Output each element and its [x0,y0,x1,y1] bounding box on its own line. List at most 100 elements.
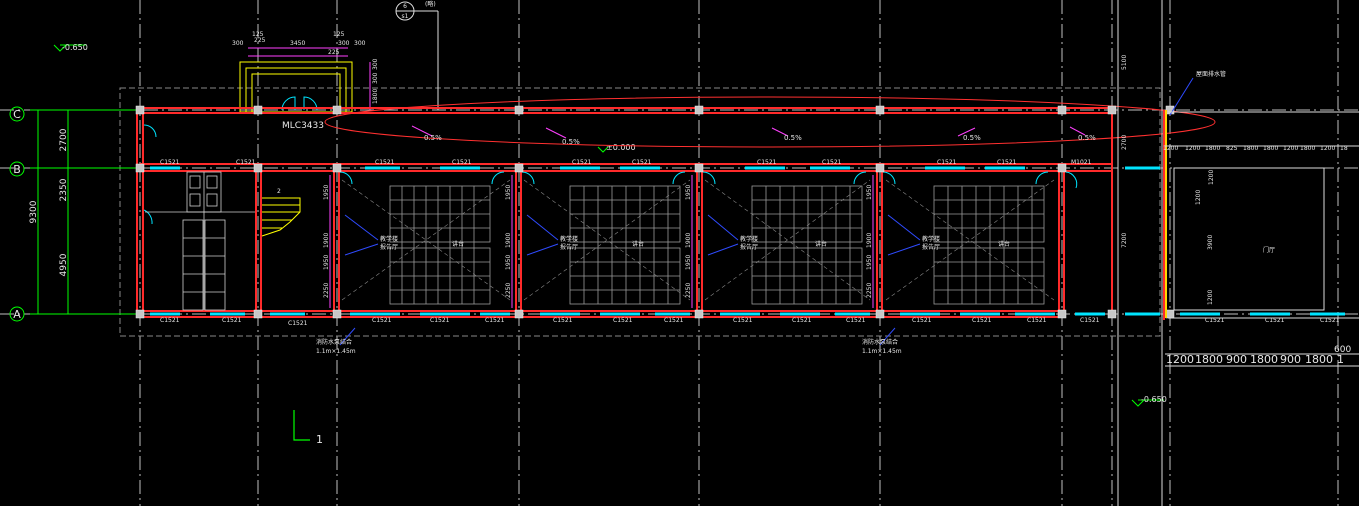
svg-text:C1521: C1521 [632,159,652,166]
svg-text:±0.000: ±0.000 [606,143,636,152]
svg-text:1900: 1900 [685,233,692,248]
stair-number: 2 [277,188,281,195]
right-top-dims: 1200 1200 1800 825 1800 1800 1200 1800 1… [1163,145,1359,152]
svg-text:1200: 1200 [1185,145,1200,152]
dim-total: 9300 [29,200,39,223]
svg-text:A: A [13,308,21,321]
svg-text:1950: 1950 [866,185,873,200]
entrance-dim-v2: 300 [372,72,379,84]
bay-dimension-text: 1950 1900 1950 2250 1950 1900 1950 2250 … [323,185,873,298]
elevation-marker-ne: -0.650 [53,43,88,52]
svg-text:1.1m×1.45m: 1.1m×1.45m [316,348,356,355]
svg-text:1950: 1950 [685,185,692,200]
classroom-seating-2 [569,185,681,305]
svg-text:-0.650: -0.650 [1141,395,1167,404]
svg-text:消防水泵结合: 消防水泵结合 [862,338,898,346]
classroom-seating-3 [751,185,863,305]
svg-text:(略): (略) [425,0,436,8]
svg-text:825: 825 [1226,145,1238,152]
window-tags: C1521 C1521 C1521 C1521 C1521 C1521 C152… [160,159,1340,327]
svg-text:1900: 1900 [323,233,330,248]
svg-text:讲台: 讲台 [632,240,644,248]
svg-text:1200: 1200 [1195,190,1202,205]
svg-text:教学楼: 教学楼 [560,235,578,243]
classroom-notes: 教学楼 报告厅 教学楼 报告厅 教学楼 报告厅 教学楼 报告厅 讲台 讲台 讲台… [380,235,1010,251]
svg-text:1800: 1800 [1305,353,1333,366]
windows [150,166,1345,316]
svg-text:2250: 2250 [323,283,330,298]
slope-tag: 0.5% [963,134,981,142]
svg-text:讲台: 讲台 [815,240,827,248]
svg-text:消防水泵结合: 消防水泵结合 [316,338,352,346]
markup-ellipse [324,96,1216,148]
svg-text:6: 6 [403,3,407,10]
svg-text:C1521: C1521 [452,159,472,166]
svg-text:1900: 1900 [505,233,512,248]
dim-ab: 4950 [59,253,69,276]
svg-text:1: 1 [1337,353,1344,366]
svg-text:C1521: C1521 [1080,317,1100,324]
svg-text:1950: 1950 [685,255,692,270]
classroom-seating-1 [389,185,491,305]
svg-text:5100: 5100 [1121,55,1128,70]
svg-text:1800: 1800 [1250,353,1278,366]
svg-text:C1521: C1521 [1265,317,1285,324]
leader-lines [339,77,1194,346]
slope-tag: 0.5% [1078,134,1096,142]
svg-text:报告厅: 报告厅 [380,243,398,251]
ucs-icon: 1 [293,410,323,446]
elevation-marker-floor: ±0.000 [597,143,636,153]
svg-text:2250: 2250 [505,283,512,298]
svg-text:C1521: C1521 [372,317,392,324]
svg-text:1200: 1200 [1208,170,1215,185]
classroom-seating-4 [933,185,1045,305]
entrance-dim-d: 3450 [290,40,305,47]
svg-text:C1521: C1521 [846,317,866,324]
svg-text:1950: 1950 [866,255,873,270]
entrance-dim-g: 225 [328,49,340,56]
svg-text:M1021: M1021 [1071,159,1092,166]
svg-text:C1521: C1521 [822,159,842,166]
sightlines [341,179,1055,301]
svg-text:报告厅: 报告厅 [922,243,940,251]
svg-text:C1521: C1521 [222,317,242,324]
svg-text:C1521: C1521 [1205,317,1225,324]
svg-text:1800: 1800 [1243,145,1258,152]
svg-text:报告厅: 报告厅 [560,243,578,251]
svg-text:教学楼: 教学楼 [380,235,398,243]
dim-bc-top: 2700 [59,128,69,151]
stair [261,197,301,237]
detail-tag: 6 s1 (略) [395,0,439,110]
svg-text:屋面排水管: 屋面排水管 [1196,70,1226,78]
svg-text:1200: 1200 [1207,290,1214,305]
entrance-dim-c: 225 [254,37,266,44]
svg-text:1800: 1800 [1195,353,1223,366]
svg-text:C1521: C1521 [1027,317,1047,324]
svg-text:1800: 1800 [1205,145,1220,152]
svg-text:7200: 7200 [1121,233,1128,248]
svg-text:s1: s1 [402,13,409,20]
columns [135,105,1175,319]
entrance-dim-a: 300 [232,40,244,47]
svg-text:1800: 1800 [1263,145,1278,152]
door-swings [143,124,1078,225]
slope-tag: 0.5% [562,138,580,146]
slope-tag: 0.5% [424,134,442,142]
axis-bubble-a: A [9,306,25,322]
svg-text:1200: 1200 [1163,145,1178,152]
svg-text:1950: 1950 [323,255,330,270]
axis-bubble-b: B [9,161,25,177]
exterior-walls [136,107,1165,320]
dim-bc-mid: 2350 [59,178,69,201]
svg-text:C1521: C1521 [430,317,450,324]
svg-text:C1521: C1521 [572,159,592,166]
svg-text:2250: 2250 [866,283,873,298]
svg-text:1950: 1950 [505,255,512,270]
svg-text:C1521: C1521 [664,317,684,324]
svg-text:600: 600 [1334,345,1351,355]
svg-text:C1521: C1521 [613,317,633,324]
svg-text:C1521: C1521 [937,159,957,166]
left-dimension-chain [30,109,140,315]
svg-text:-0.650: -0.650 [62,43,88,52]
